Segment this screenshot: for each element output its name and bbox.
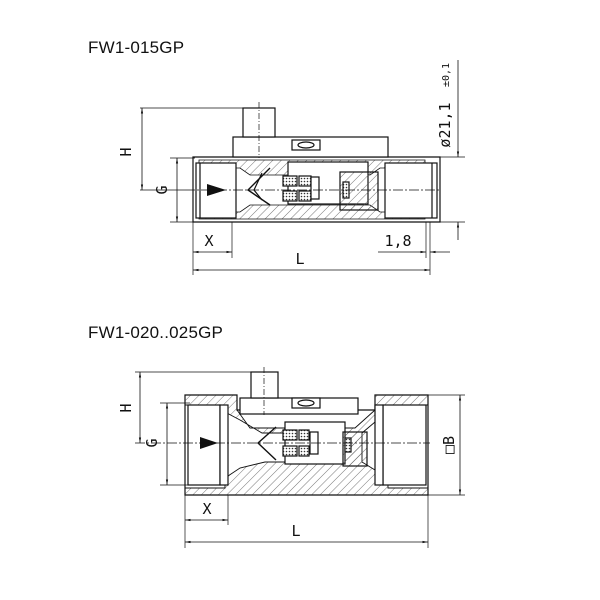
dim-label-g-2: G (143, 438, 161, 447)
dim-label-h-2: H (117, 403, 135, 412)
dim-label-x-2: X (202, 500, 211, 518)
flow-direction-arrow-icon (207, 184, 226, 196)
dim-label-l-1: L (295, 250, 304, 268)
dim-label-tolerance: ±0,1 (441, 63, 452, 87)
dim-label-square-b: □B (440, 436, 458, 454)
dim-label-x-1: X (204, 232, 213, 250)
drawing-title-fw1-015gp: FW1-015GP (88, 38, 185, 57)
dim-label-l-2: L (291, 522, 300, 540)
dim-label-g-1: G (153, 185, 171, 194)
drawing-fw1-020-025gp (135, 367, 465, 548)
dim-label-h-1: H (117, 147, 135, 156)
dim-label-offset: 1,8 (384, 232, 411, 250)
drawing-fw1-015gp (140, 60, 465, 275)
drawing-title-fw1-020-025gp: FW1-020..025GP (88, 323, 224, 342)
dim-label-diameter: ø21,1 (436, 102, 454, 147)
